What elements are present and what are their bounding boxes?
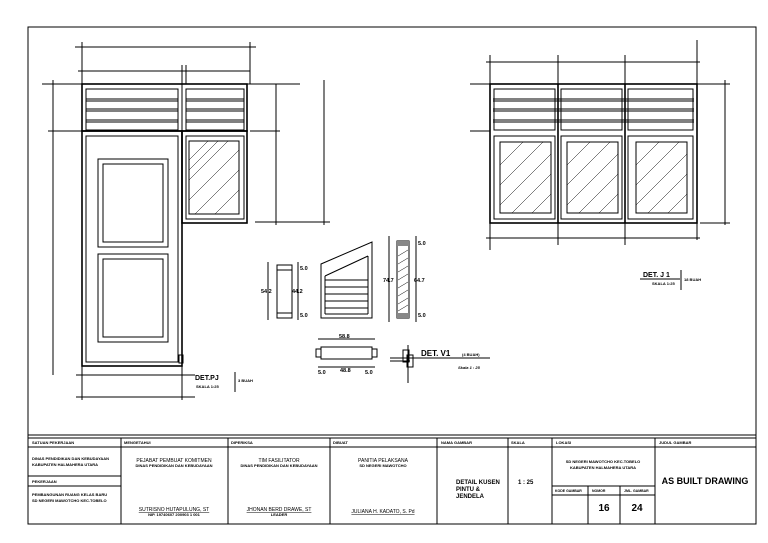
dibuat-header: DIBUAT [333,440,348,445]
glass-hatch [499,141,688,214]
dim-text: 74.7 [383,278,394,284]
det-pj-scale: SKALA 1:25 [196,384,220,389]
skala-value: 1 : 25 [518,480,534,486]
jml-gambar-value: 24 [631,503,643,514]
det-j1-label: DET. J 1 [643,272,670,279]
lokasi-value: KABUPATEN HALMAHERA UTARA [570,465,636,470]
nama-gambar-value: PINTU & [456,487,481,493]
det-v1-qty: (4 BUAH) [462,352,480,357]
dim-text: 58.8 [339,334,350,340]
dibuat-title: PANITIA PELAKSANA [358,458,409,464]
diperiksa-role: LEADER [271,512,288,517]
skala-header: SKALA [511,440,525,445]
dim-text: 64.7 [414,278,425,284]
dim-text: 5.0 [418,241,426,247]
mengetahui-header: MENGETAHUI [124,440,151,445]
nomor-header: NOMOR [592,489,606,493]
dim-text: 44.2 [292,289,303,295]
glass-hatch [188,140,240,215]
det-v1-label: DET. V1 [421,349,451,358]
det-pj-label: DET.PJ [195,375,219,382]
mengetahui-org: DINAS PENDIDIKAN DAN KEBUDAYAAN [135,463,212,468]
satuan-value: DINAS PENDIDIKAN DAN KEBUDAYAAN [32,456,109,461]
satuan-value: KABUPATEN HALMAHERA UTARA [32,462,98,467]
dim-text: 5.0 [318,370,326,376]
dim-text: 5.0 [300,266,308,272]
title-block: SATUAN PEKERJAAN DINAS PENDIDIKAN DAN KE… [28,434,756,524]
judul-gambar-header: JUDUL GAMBAR [659,440,691,445]
dim-text: 5.0 [418,313,426,319]
det-v1-scale: Skala 1 : 25 [458,365,481,370]
dibuat-org: SD NEGERI MAWOTCHO [359,463,406,468]
mengetahui-title: PEJABAT PEMBUAT KOMITMEN [136,458,212,464]
mengetahui-nip: NIP. 19740607 200903 1 001 [148,512,201,517]
mengetahui-name: SUTRISNO HUTAPULUNG, ST [139,507,209,513]
dim-text: 5.0 [365,370,373,376]
diperiksa-header: DIPERIKSA [231,440,253,445]
dibuat-name: JULIANA H. KADATO, S. Pd [351,509,414,515]
dim-text: 54.2 [261,289,272,295]
satuan-header: SATUAN PEKERJAAN [32,440,74,445]
det-pj-qty: 3 BUAH [238,378,253,383]
nomor-value: 16 [598,503,610,514]
nama-gambar-value: JENDELA [456,494,485,500]
kode-gambar-header: KODE GAMBAR [555,489,582,493]
dim-text: 48.8 [340,368,351,374]
lokasi-header: LOKASI [556,440,571,445]
nama-gambar-value: DETAIL KUSEN [456,480,500,486]
lokasi-value: SD NEGERI MAWOTCHO KEC.TOBELO [566,459,641,464]
sheet-border [27,26,757,525]
det-j1-scale: SKALA 1:25 [652,281,676,286]
diperiksa-title: TIM FASILITATOR [258,458,300,464]
judul-gambar-value: AS BUILT DRAWING [662,476,749,486]
det-j1-qty: 18 BUAH [684,277,701,282]
diperiksa-name: JHONAN BERD DRAWE, ST [247,507,312,513]
pekerjaan-value: PEMBANGUNAN RUANG KELAS BARU [32,492,107,497]
ventilation-detail-v1: 54.2 44.2 5.0 5.0 74.7 64.7 5.0 5.0 58.8 [261,236,490,383]
window-elevation-j1: DET. J 1 SKALA 1:25 18 BUAH [470,40,730,290]
door-window-elevation-pj: DET.PJ SKALA 1:25 3 BUAH [42,42,330,400]
pekerjaan-value: SD NEGERI MAWOTCHO KEC.TOBELO [32,498,107,503]
jml-gambar-header: JML. GAMBAR [624,489,649,493]
diperiksa-org: DINAS PENDIDIKAN DAN KEBUDAYAAN [240,463,317,468]
nama-gambar-header: NAMA GAMBAR [441,440,472,445]
pekerjaan-header: PEKERJAAN [32,479,57,484]
dim-text: 5.0 [300,313,308,319]
